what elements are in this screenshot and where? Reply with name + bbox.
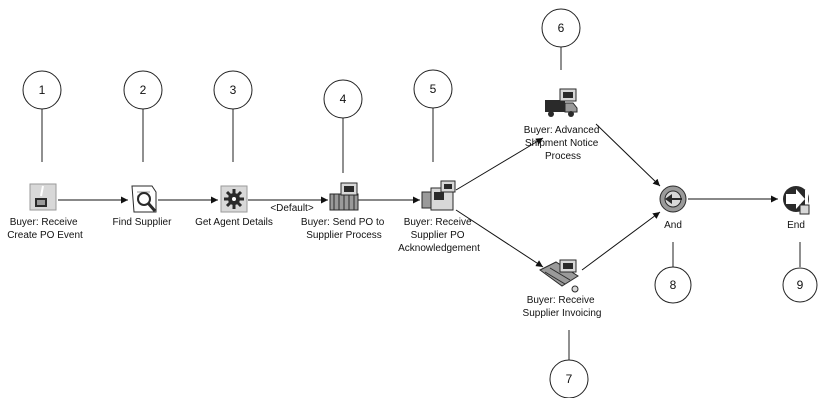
callout-circle (22, 70, 62, 110)
node-buyer-advanced-shipment-notice-process[interactable]: Buyer: Advanced Shipment Notice Process (524, 88, 602, 162)
label-line: Shipment Notice (525, 138, 599, 149)
callout-number: 5 (430, 82, 437, 96)
edge-7-8 (581, 211, 661, 271)
callout-1: 1 (22, 70, 62, 162)
callout-number: 3 (230, 83, 237, 97)
invoice-process-icon (539, 259, 579, 293)
edge-label-default: <Default> (270, 203, 314, 214)
callouts: 1 2 3 4 5 6 7 (22, 8, 818, 398)
callout-circle (541, 8, 581, 48)
callout-circle (213, 70, 253, 110)
node-label: Get Agent Details (195, 217, 273, 228)
node-label: And (664, 220, 682, 231)
node-buyer-send-po-to-supplier-process[interactable]: Buyer: Send PO to Supplier Process (301, 182, 387, 241)
truck-process-icon (545, 88, 578, 117)
callout-number: 1 (39, 83, 46, 97)
callout-number: 9 (797, 278, 804, 292)
gear-function-icon (220, 185, 248, 213)
edge-5-7 (455, 209, 544, 268)
callout-number: 7 (566, 372, 573, 386)
node-label: Buyer: Receive Supplier Invoicing (523, 295, 602, 319)
send-process-icon (329, 182, 359, 211)
callout-number: 2 (140, 83, 147, 97)
callout-number: 4 (340, 92, 347, 106)
node-label: Buyer: Send PO to Supplier Process (301, 217, 387, 241)
node-and[interactable]: And (659, 185, 687, 231)
nodes[interactable]: Buyer: Receive Create PO Event Find Supp… (7, 88, 810, 319)
label-line: Supplier Process (306, 230, 382, 241)
label-line: Buyer: Receive (527, 295, 595, 306)
label-line: Supplier Invoicing (523, 308, 602, 319)
callout-circle (123, 70, 163, 110)
callout-circle (323, 79, 363, 119)
node-find-supplier[interactable]: Find Supplier (113, 185, 173, 228)
callout-6: 6 (541, 8, 581, 70)
node-buyer-receive-supplier-invoicing[interactable]: Buyer: Receive Supplier Invoicing (523, 259, 602, 319)
node-label: Buyer: Receive Create PO Event (7, 217, 83, 241)
callout-circle (654, 266, 692, 304)
callout-4: 4 (323, 79, 363, 173)
node-buyer-receive-supplier-po-acknowledgement[interactable]: Buyer: Receive Supplier PO Acknowledgeme… (398, 180, 480, 254)
label-line: Acknowledgement (398, 243, 480, 254)
callout-5: 5 (413, 69, 453, 162)
receive-process-icon (421, 180, 456, 211)
callout-circle (413, 69, 453, 109)
label-line: Supplier PO (411, 230, 465, 241)
callout-8: 8 (654, 242, 692, 304)
label-line: End (787, 220, 805, 231)
label-line: Buyer: Advanced (524, 125, 600, 136)
label-line: Process (545, 151, 581, 162)
callout-number: 8 (670, 278, 677, 292)
node-buyer-receive-create-po-event[interactable]: Buyer: Receive Create PO Event (7, 183, 83, 241)
edge-6-8 (595, 123, 661, 187)
label-line: And (664, 220, 682, 231)
label-line: Buyer: Receive (10, 217, 78, 228)
label-line: Find Supplier (113, 217, 173, 228)
node-label: Find Supplier (113, 217, 173, 228)
callout-circle (782, 267, 818, 303)
callout-2: 2 (123, 70, 163, 162)
edges: <Default> (58, 123, 778, 271)
callout-9: 9 (782, 242, 818, 303)
callout-3: 3 (213, 70, 253, 162)
callout-number: 6 (558, 21, 565, 35)
label-line: Buyer: Send PO to (301, 217, 385, 228)
end-arrow-icon (783, 186, 810, 215)
magnifier-search-icon (131, 185, 157, 213)
label-line: Get Agent Details (195, 217, 273, 228)
callout-7: 7 (549, 330, 589, 398)
callout-circle (549, 359, 589, 398)
edge-5-6 (455, 137, 544, 191)
node-label: End (787, 220, 805, 231)
node-label: Buyer: Advanced Shipment Notice Process (524, 125, 602, 162)
label-line: Create PO Event (7, 230, 83, 241)
label-line: Buyer: Receive (404, 217, 472, 228)
node-end[interactable]: End (783, 186, 810, 231)
node-get-agent-details[interactable]: Get Agent Details (195, 185, 273, 228)
node-label: Buyer: Receive Supplier PO Acknowledgeme… (398, 217, 480, 254)
receive-event-icon (29, 183, 57, 211)
and-join-icon (659, 185, 687, 213)
